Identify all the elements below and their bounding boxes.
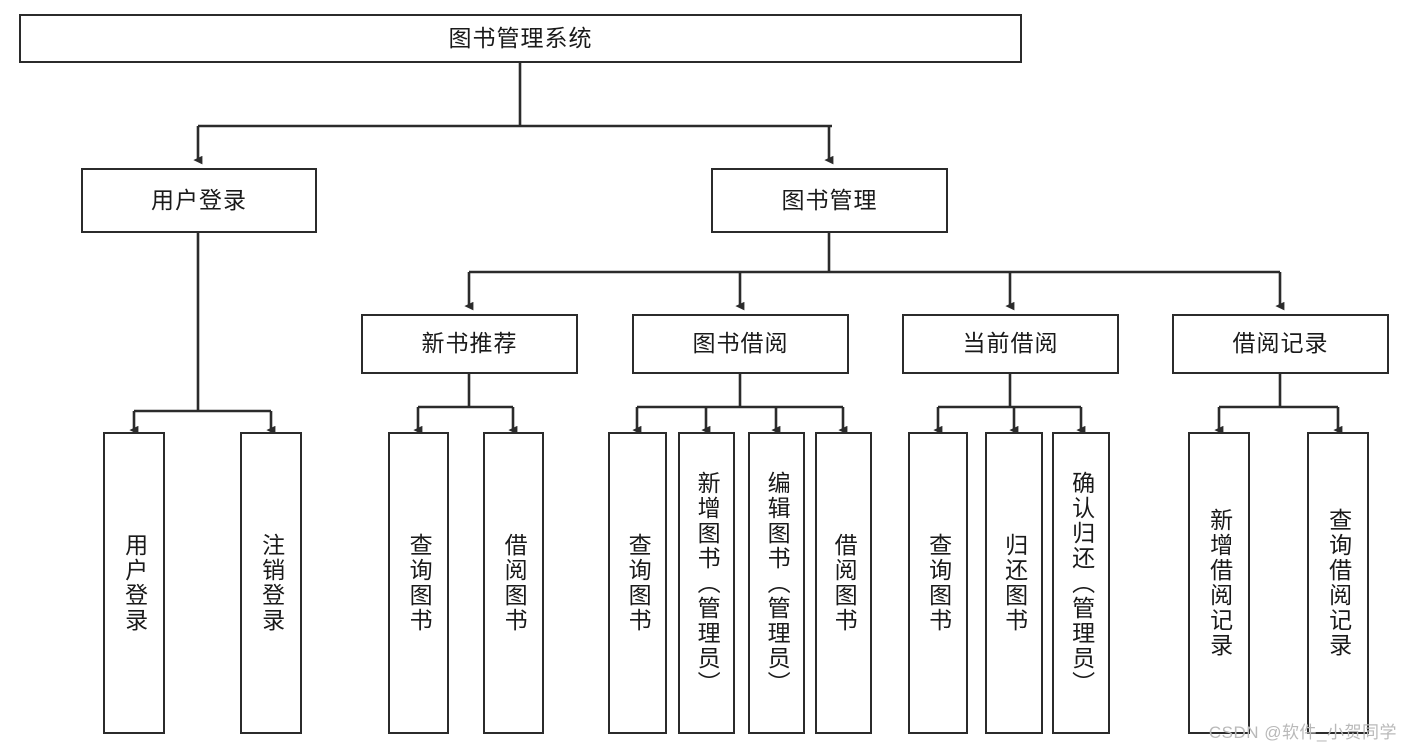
- node-label: 注销登录: [258, 533, 285, 633]
- node-leaf-query-book-borrow[interactable]: 查询图书: [608, 432, 667, 734]
- node-borrow-record[interactable]: 借阅记录: [1172, 314, 1389, 374]
- node-label: 编辑图书（管理员）: [764, 470, 791, 696]
- node-label: 确认归还（管理员）: [1068, 470, 1095, 696]
- node-user-login[interactable]: 用户登录: [81, 168, 317, 233]
- node-label: 图书管理: [781, 186, 878, 213]
- node-label: 图书管理系统: [448, 24, 593, 51]
- node-label: 归还图书: [1001, 533, 1028, 633]
- node-leaf-logout[interactable]: 注销登录: [240, 432, 302, 734]
- node-leaf-query-borrow-record[interactable]: 查询借阅记录: [1307, 432, 1369, 734]
- node-leaf-confirm-return-admin[interactable]: 确认归还（管理员）: [1052, 432, 1110, 734]
- node-label: 用户登录: [151, 186, 247, 213]
- node-label: 查询借阅记录: [1325, 508, 1352, 658]
- node-leaf-borrow-book-recommend[interactable]: 借阅图书: [483, 432, 544, 734]
- node-label: 查询图书: [625, 533, 652, 633]
- node-label: 新书推荐: [421, 330, 518, 357]
- node-new-book-recommend[interactable]: 新书推荐: [361, 314, 578, 374]
- node-current-borrow[interactable]: 当前借阅: [902, 314, 1119, 374]
- node-label: 新增借阅记录: [1206, 508, 1233, 658]
- node-leaf-query-book-current[interactable]: 查询图书: [908, 432, 968, 734]
- node-book-management[interactable]: 图书管理: [711, 168, 948, 233]
- node-root-book-management-system[interactable]: 图书管理系统: [19, 14, 1022, 63]
- node-label: 借阅图书: [831, 533, 858, 633]
- node-leaf-user-login[interactable]: 用户登录: [103, 432, 165, 734]
- node-leaf-query-book-recommend[interactable]: 查询图书: [388, 432, 449, 734]
- node-book-borrow[interactable]: 图书借阅: [632, 314, 849, 374]
- node-label: 用户登录: [121, 533, 148, 633]
- node-label: 图书借阅: [692, 330, 789, 357]
- node-leaf-add-book-admin[interactable]: 新增图书（管理员）: [678, 432, 735, 734]
- node-leaf-return-book[interactable]: 归还图书: [985, 432, 1043, 734]
- node-leaf-edit-book-admin[interactable]: 编辑图书（管理员）: [748, 432, 805, 734]
- node-label: 查询图书: [406, 533, 433, 633]
- node-label: 新增图书（管理员）: [694, 470, 721, 696]
- node-label: 查询图书: [925, 533, 952, 633]
- node-label: 当前借阅: [962, 330, 1059, 357]
- node-label: 借阅图书: [501, 533, 528, 633]
- node-leaf-borrow-book[interactable]: 借阅图书: [815, 432, 872, 734]
- node-label: 借阅记录: [1232, 330, 1329, 357]
- node-leaf-add-borrow-record[interactable]: 新增借阅记录: [1188, 432, 1250, 734]
- watermark: CSDN @软件_小贺同学: [1208, 723, 1397, 742]
